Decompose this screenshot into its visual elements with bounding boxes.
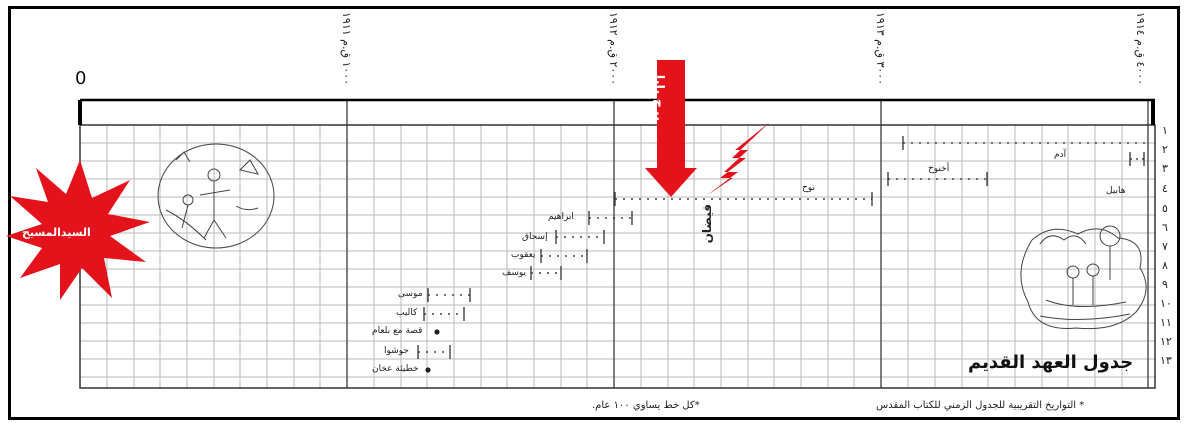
century-lines — [346, 100, 1149, 388]
row-number: ٦ — [1162, 221, 1168, 234]
grid-border — [79, 124, 1156, 389]
tick-label-2000: ٢٠٠٠ ق.م ١٩١٢ — [607, 12, 620, 86]
battle-illustration — [157, 143, 275, 249]
babel-arrow — [645, 60, 697, 197]
chart-frame — [8, 6, 1180, 420]
row-number: ١ — [1162, 124, 1168, 137]
label-noah: نوح — [802, 183, 815, 193]
row-number: ٢ — [1162, 143, 1168, 156]
row-number: ٩ — [1162, 278, 1168, 291]
label-adam: آدم — [1054, 150, 1067, 160]
axis-zero-label: 0 — [75, 68, 87, 89]
label-moses: موسى — [398, 289, 423, 299]
event-bars — [417, 136, 1148, 373]
label-abel: هابيل — [1106, 186, 1126, 196]
tick-label-1000: ١٠٠٠ ق.م ١٩١١ — [340, 12, 353, 86]
label-balaam: قصة مع بلعام — [372, 326, 423, 336]
label-caleb: كاليب — [396, 308, 418, 318]
label-achan: خطيئة عخان — [372, 364, 419, 374]
jesus-starburst — [6, 160, 150, 300]
label-tower-of-babel: برج بابل — [651, 68, 666, 122]
tick-label-3000: ٣٠٠٠ ق.م ١٩١٣ — [874, 12, 887, 86]
row-number: ٨ — [1162, 259, 1168, 272]
dot-balaam — [434, 329, 440, 335]
row-number: ١١ — [1160, 316, 1172, 329]
label-joseph: يوسف — [502, 268, 527, 278]
dot-achan — [425, 367, 431, 373]
row-number: ٧ — [1162, 240, 1168, 253]
footnote-scale: *كل خط يساوي ١٠٠ عام. — [592, 400, 700, 411]
grid — [80, 124, 1155, 378]
label-enoch: أخنوخ — [928, 164, 950, 174]
row-number: ٥ — [1162, 202, 1168, 215]
garden-illustration — [1020, 225, 1147, 330]
lightning-bolt-icon — [706, 122, 770, 196]
row-number: ١٣ — [1160, 354, 1172, 367]
time-axis — [78, 98, 1155, 125]
label-abraham: ابراهيم — [548, 212, 574, 222]
label-isaac: إسحاق — [522, 232, 548, 242]
tick-label-4000: ٤٠٠٠ ق.م ١٩١٤ — [1134, 12, 1147, 86]
row-number: ٤ — [1162, 182, 1168, 195]
label-jesus: السيدالمسيح — [22, 226, 91, 239]
row-number: ١٠ — [1160, 297, 1172, 310]
grid-verticals — [106, 125, 1123, 388]
label-flood: فيضان — [700, 204, 714, 244]
label-jacob: يعقوب — [511, 250, 536, 260]
footnote-source: * التواريخ التقريبية للجدول الزمني للكتا… — [876, 400, 1085, 411]
row-number: ١٢ — [1160, 335, 1172, 348]
chart-title: جدول العهد القديم — [968, 352, 1134, 373]
label-joshua: جوشوا — [384, 346, 409, 356]
row-number: ٣ — [1162, 162, 1168, 175]
